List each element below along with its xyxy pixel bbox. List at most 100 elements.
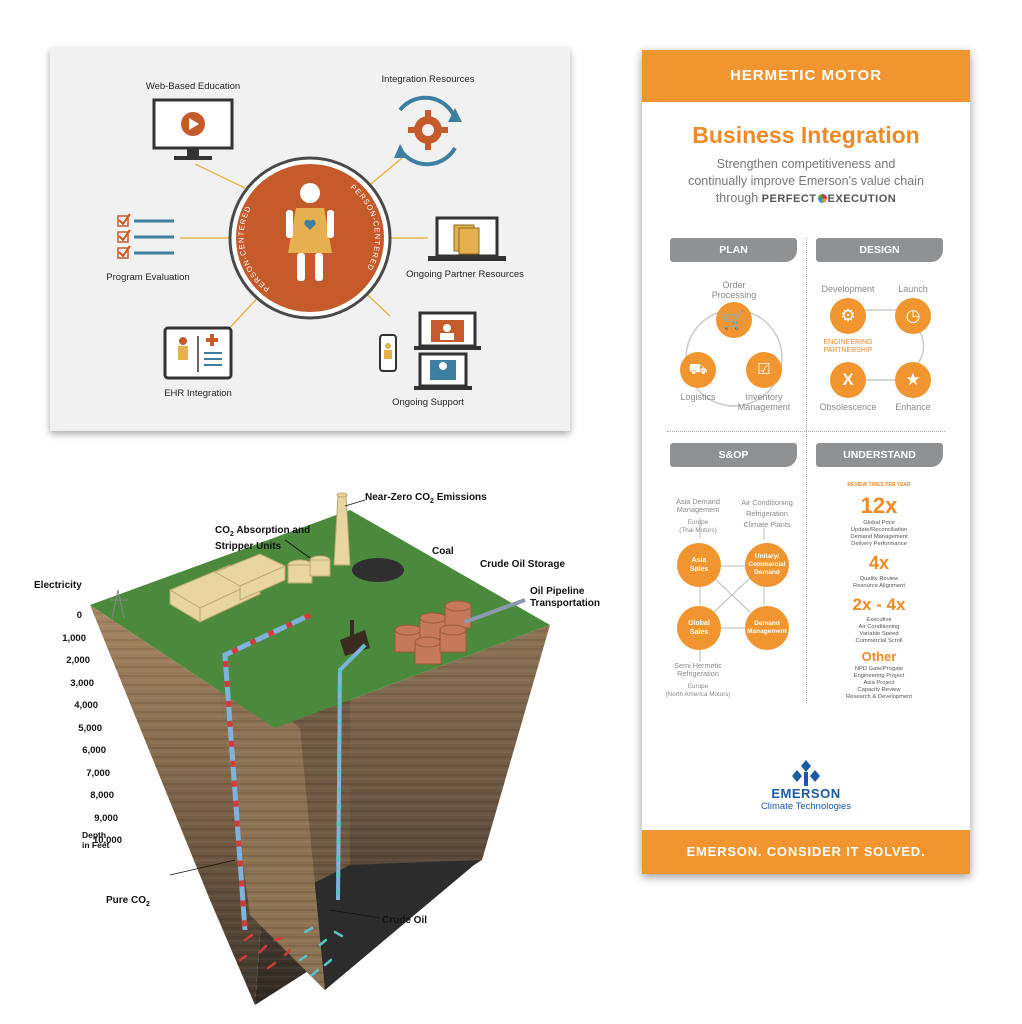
list-item: Update/Reconciliation <box>850 527 908 533</box>
gears-icon: ⚙ <box>830 298 866 334</box>
label-program-evaluation: Program Evaluation <box>106 272 190 283</box>
poster-footer: EMERSON. CONSIDER IT SOLVED. <box>642 830 970 874</box>
poster-graphics <box>685 309 925 662</box>
list-item: NPD Gate/Progate <box>854 666 904 672</box>
perfect-execution-logo-icon <box>817 194 827 203</box>
depth-tick: 7,000 <box>86 768 110 779</box>
section-understand: UNDERSTAND <box>816 443 943 467</box>
clipboard-icon: ☑ <box>746 352 782 388</box>
absorption-units <box>168 553 331 623</box>
section-sop: S&OP <box>670 443 797 467</box>
enhance-label: Enhance <box>895 402 931 412</box>
europe-na-label: Europe(North America Motors) <box>665 683 731 698</box>
pipeline <box>464 598 526 624</box>
section-plan: PLAN <box>670 238 797 262</box>
label-integration-resources: Integration Resources <box>381 74 475 85</box>
subtitle-line1: Strengthen competitiveness and <box>716 157 896 171</box>
logistics-label: Logistics <box>680 392 716 402</box>
depth-tick: 10,000 <box>92 835 122 846</box>
depth-tick: 0 <box>76 610 82 621</box>
label-ehr-integration: EHR Integration <box>164 388 232 399</box>
obsolescence-label: Obsolescence <box>819 402 877 412</box>
co2-particles <box>238 933 292 970</box>
monitor-play-icon <box>152 98 234 160</box>
label-pure-co2: Pure CO2 <box>106 895 150 908</box>
person-centered-graphic <box>117 95 506 390</box>
tablet-ehr-icon <box>163 326 233 380</box>
depth-tick: 8,000 <box>90 790 114 801</box>
depth-tick: 6,000 <box>82 745 106 756</box>
person-centered-diagram: PERSON-CENTERED PERSON-CENTERED Web-Base… <box>50 48 570 431</box>
value-2x-4x: 2x - 4x <box>852 595 906 614</box>
launch-label: Launch <box>898 284 928 294</box>
depth-tick: 9,000 <box>94 813 118 824</box>
depth-tick: 1,000 <box>62 633 86 644</box>
person-icon <box>286 183 334 281</box>
depth-tick: 3,000 <box>70 678 94 689</box>
grass-surface <box>90 510 550 728</box>
coal-pile <box>352 558 404 582</box>
list-item: Research & Development <box>845 694 913 700</box>
label-coal: Coal <box>432 546 454 557</box>
list-item: Quality Review <box>859 576 899 582</box>
list-item: Variable Speed <box>859 631 899 637</box>
label-near-zero-emissions: Near-Zero CO2 Emissions <box>365 492 487 505</box>
horizontal-divider <box>667 431 945 432</box>
depth-tick: 5,000 <box>78 723 102 734</box>
truck-icon: ⛟ <box>680 352 716 388</box>
list-item: Capacity Review <box>857 687 901 693</box>
vertical-divider <box>806 238 807 703</box>
label-partner-resources: Ongoing Partner Resources <box>406 269 524 280</box>
section-design: DESIGN <box>816 238 943 262</box>
crude-oil-tanks <box>394 600 472 665</box>
center-text-right: PERSON-CENTERED <box>349 182 382 272</box>
poster-header: HERMETIC MOTOR <box>642 50 970 102</box>
development-label: Development <box>821 284 875 294</box>
value-12x: 12x <box>860 493 898 518</box>
list-item: Global Price <box>863 520 895 526</box>
smokestack <box>333 492 351 566</box>
list-item: Delivery Performance <box>851 541 907 547</box>
co2-eor-diagram: Near-Zero CO2 Emissions CO2 Absorption a… <box>20 470 620 1015</box>
star-icon: ★ <box>895 362 931 398</box>
value-4x: 4x <box>868 553 890 573</box>
emerson-logo-icon <box>792 760 820 786</box>
list-item: Resource Alignment <box>853 583 905 589</box>
oil-particles <box>298 926 344 977</box>
list-item: Air Conditioning <box>858 624 900 630</box>
list-item: Asia Project <box>863 680 895 686</box>
label-electricity: Electricity <box>34 580 82 591</box>
depth-tick: 4,000 <box>74 700 98 711</box>
review-times-label: REVIEW TIMES PER YEAR <box>847 482 911 488</box>
center-text-left: PERSON-CENTERED <box>237 204 272 294</box>
list-item: Demand Management <box>850 534 908 540</box>
x-icon: X <box>830 362 866 398</box>
emerson-poster: HERMETIC MOTOR Business Integration Stre… <box>642 50 970 874</box>
label-web-education: Web-Based Education <box>145 81 241 92</box>
europe-thai-label: Europe(Thai Motors) <box>679 519 717 534</box>
pointer-lines <box>169 499 381 919</box>
co2-pipe <box>222 612 312 931</box>
list-item: Commercial Scroll <box>855 638 903 644</box>
checklist-icon <box>117 213 174 259</box>
poster-title: Business Integration <box>692 122 920 148</box>
emerson-logo-text: EMERSON <box>771 786 841 801</box>
list-item: Engineering Project <box>853 673 905 679</box>
geology-block-graphic <box>90 492 550 1005</box>
center-text-graphic: PERSON-CENTERED PERSON-CENTERED <box>237 182 382 294</box>
clock-icon: ◷ <box>895 298 931 334</box>
label-ongoing-support: Ongoing Support <box>392 397 464 408</box>
support-devices-icon <box>379 311 481 390</box>
